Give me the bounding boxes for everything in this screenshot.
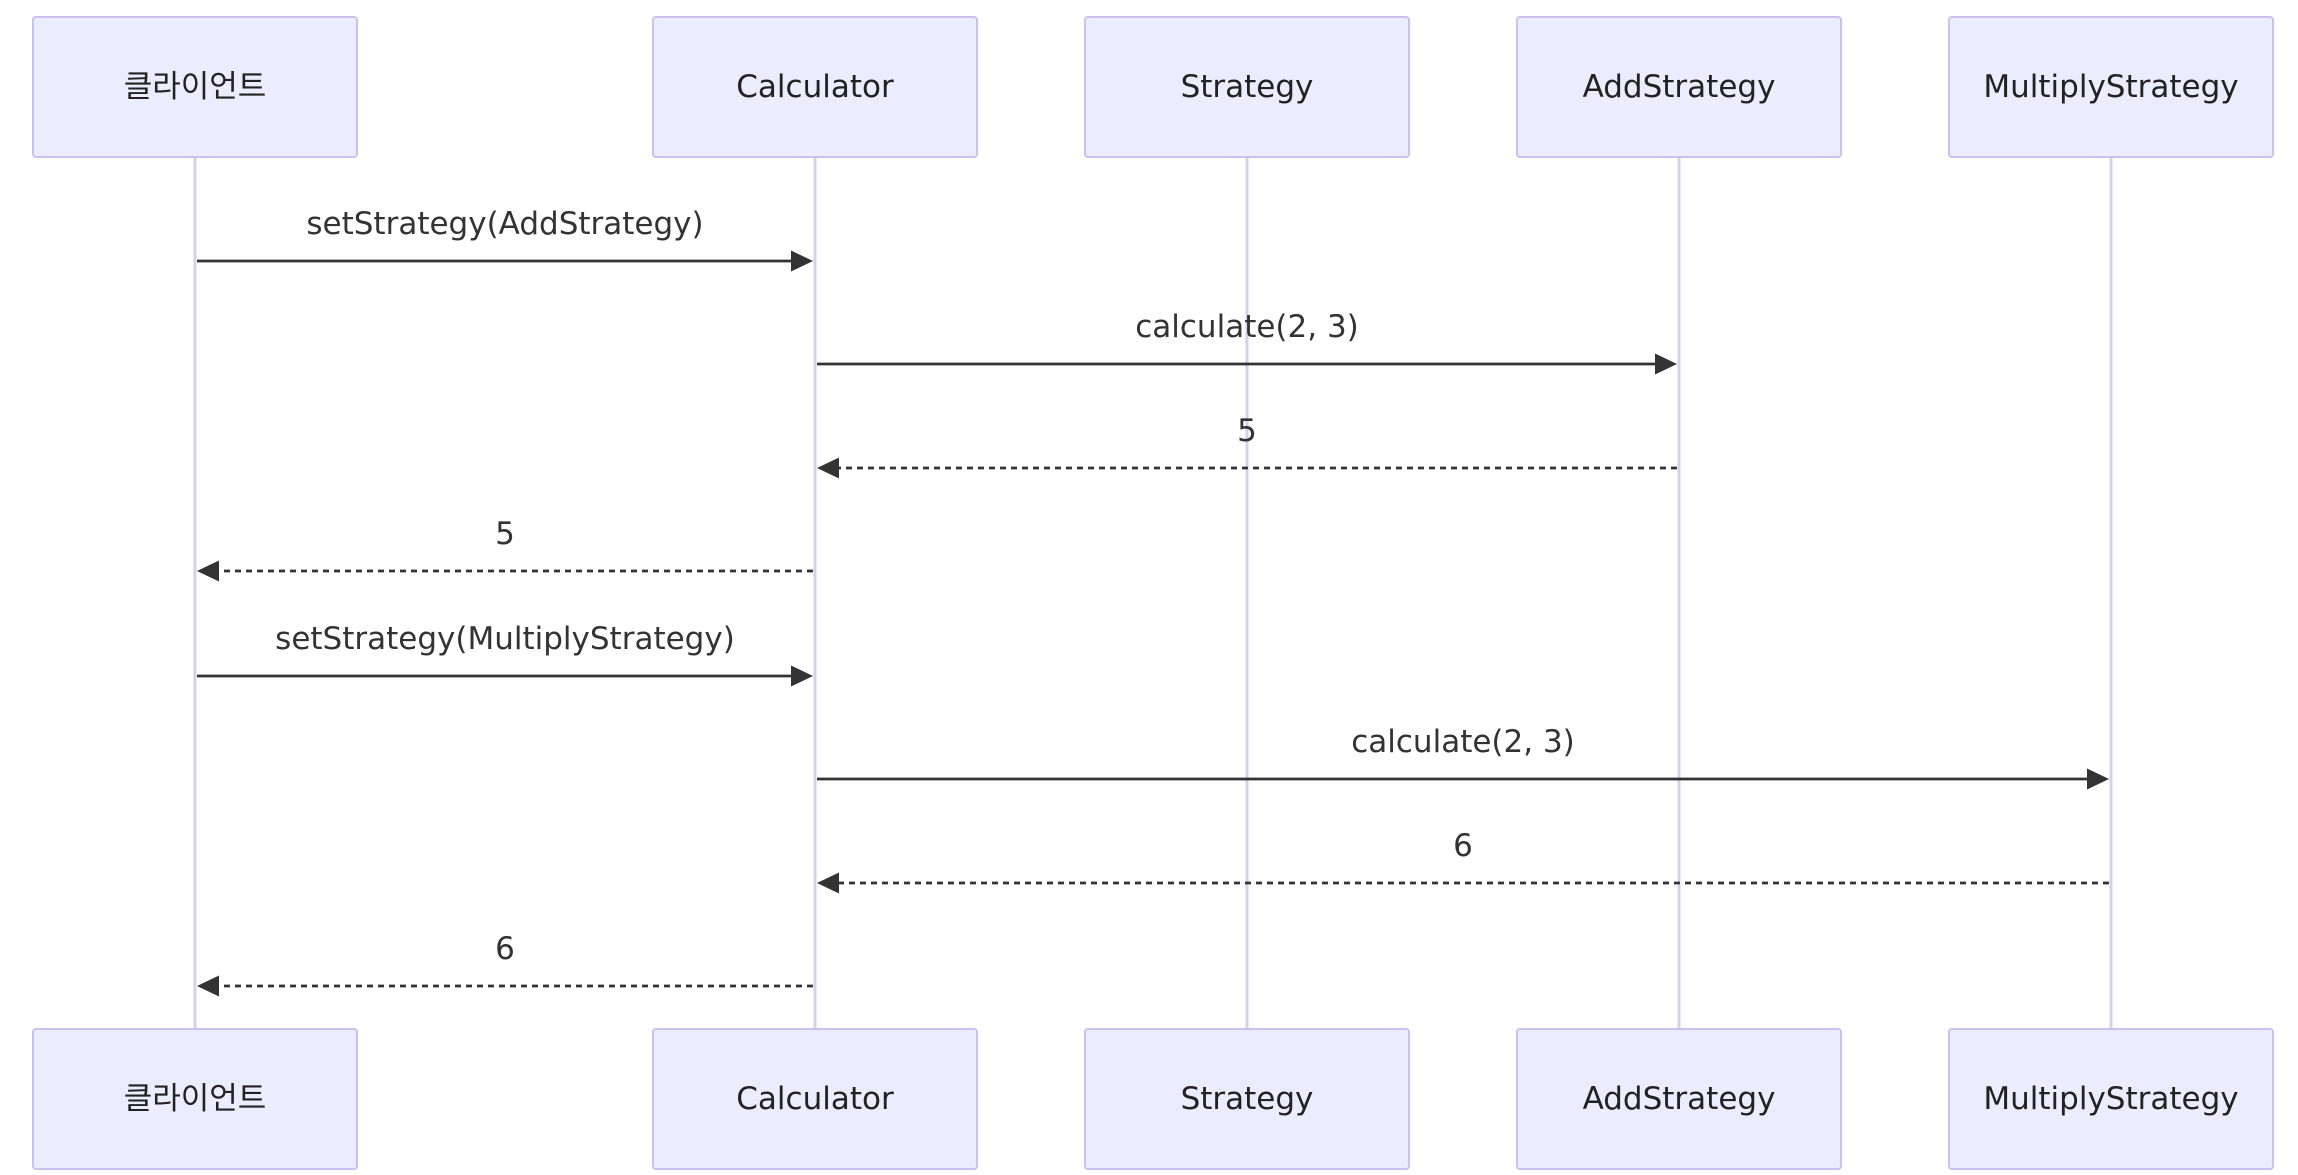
participant-calculator-bottom: Calculator bbox=[652, 1028, 978, 1170]
message-label: 5 bbox=[1237, 413, 1257, 449]
message-label: calculate(2, 3) bbox=[1351, 724, 1575, 760]
participant-box bbox=[1948, 1028, 2274, 1170]
participant-box bbox=[1084, 16, 1410, 158]
participant-box bbox=[1948, 16, 2274, 158]
participant-strategy-top: Strategy bbox=[1084, 16, 1410, 158]
participant-calculator-top: Calculator bbox=[652, 16, 978, 158]
message-label: 5 bbox=[495, 516, 515, 552]
lifelines bbox=[193, 157, 2113, 1029]
participant-multiply-bottom: MultiplyStrategy bbox=[1948, 1028, 2274, 1170]
participant-label: MultiplyStrategy bbox=[1983, 1081, 2238, 1117]
messages: setStrategy(AddStrategy) calculate(2, 3) 5… bbox=[197, 206, 2109, 997]
message-label: 6 bbox=[1453, 828, 1473, 864]
message-1: setStrategy(AddStrategy) bbox=[197, 206, 813, 272]
arrowhead-icon bbox=[791, 665, 813, 687]
participant-box bbox=[32, 16, 358, 158]
arrowhead-icon bbox=[2087, 768, 2109, 790]
participant-label: Calculator bbox=[736, 69, 894, 105]
message-label: calculate(2, 3) bbox=[1135, 309, 1359, 345]
participants: 클라이언트클라이언트CalculatorCalculatorStrategySt… bbox=[32, 16, 2274, 1170]
participant-box bbox=[1084, 1028, 1410, 1170]
message-3: 5 bbox=[817, 413, 1677, 479]
arrowhead-icon bbox=[197, 560, 219, 582]
message-8: 6 bbox=[197, 931, 813, 997]
participant-label: 클라이언트 bbox=[124, 1081, 267, 1117]
participant-label: Strategy bbox=[1181, 69, 1314, 105]
message-5: setStrategy(MultiplyStrategy) bbox=[197, 621, 813, 687]
participant-label: AddStrategy bbox=[1583, 1081, 1776, 1117]
participant-box bbox=[652, 1028, 978, 1170]
participant-client-top: 클라이언트 bbox=[32, 16, 358, 158]
participant-add-top: AddStrategy bbox=[1516, 16, 1842, 158]
message-6: calculate(2, 3) bbox=[817, 724, 2109, 790]
participant-box bbox=[652, 16, 978, 158]
participant-box bbox=[32, 1028, 358, 1170]
participant-label: Strategy bbox=[1181, 1081, 1314, 1117]
message-7: 6 bbox=[817, 828, 2109, 894]
message-label: 6 bbox=[495, 931, 515, 967]
participant-client-bottom: 클라이언트 bbox=[32, 1028, 358, 1170]
participant-box bbox=[1516, 16, 1842, 158]
arrowhead-icon bbox=[817, 457, 839, 479]
arrowhead-icon bbox=[791, 250, 813, 272]
participant-label: MultiplyStrategy bbox=[1983, 69, 2238, 105]
participant-label: AddStrategy bbox=[1583, 69, 1776, 105]
arrowhead-icon bbox=[197, 975, 219, 997]
participant-label: Calculator bbox=[736, 1081, 894, 1117]
message-2: calculate(2, 3) bbox=[817, 309, 1677, 375]
message-label: setStrategy(MultiplyStrategy) bbox=[275, 621, 735, 657]
participant-strategy-bottom: Strategy bbox=[1084, 1028, 1410, 1170]
message-label: setStrategy(AddStrategy) bbox=[306, 206, 703, 242]
participant-box bbox=[1516, 1028, 1842, 1170]
message-4: 5 bbox=[197, 516, 813, 582]
participant-multiply-top: MultiplyStrategy bbox=[1948, 16, 2274, 158]
participant-add-bottom: AddStrategy bbox=[1516, 1028, 1842, 1170]
arrowhead-icon bbox=[817, 872, 839, 894]
participant-label: 클라이언트 bbox=[124, 69, 267, 105]
arrowhead-icon bbox=[1655, 353, 1677, 375]
